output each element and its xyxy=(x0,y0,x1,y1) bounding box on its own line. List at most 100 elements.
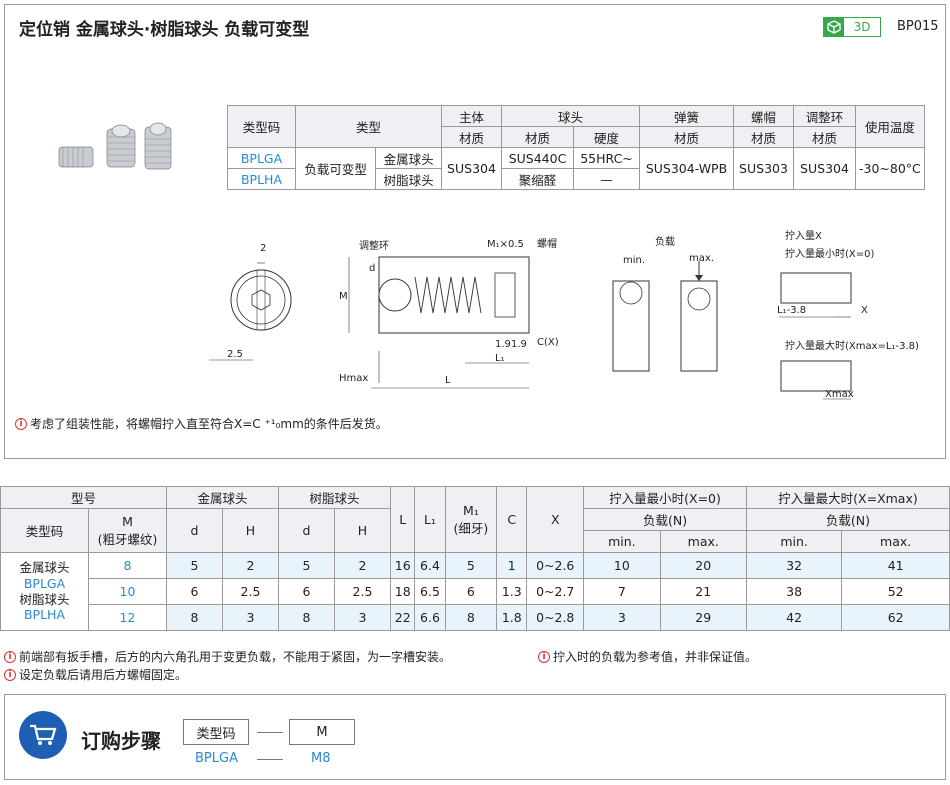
cell: 42 xyxy=(745,604,843,631)
th-type: 类型 xyxy=(295,105,442,148)
th-H-metal: H xyxy=(222,508,279,553)
load-max-label: max. xyxy=(689,253,714,264)
xmax-label: Xmax xyxy=(825,389,854,400)
order-dash xyxy=(257,732,283,733)
ball-type-resin: 树脂球头 xyxy=(375,168,442,190)
m-value[interactable]: 8 xyxy=(88,552,167,579)
cell: 32 xyxy=(745,552,843,579)
code-bplga[interactable]: BPLGA xyxy=(227,147,296,169)
body-mat: SUS304 xyxy=(441,147,502,190)
th-load-max: 负载(N) xyxy=(745,508,950,531)
cell: 5 xyxy=(444,552,498,579)
cell: 3 xyxy=(583,604,661,631)
cell: 6.6 xyxy=(414,604,446,631)
cell: 62 xyxy=(841,604,950,631)
order-val-dash xyxy=(257,759,283,760)
product-code: BP015 xyxy=(897,19,939,34)
cell: 20 xyxy=(659,552,747,579)
load-min-label: min. xyxy=(623,255,645,266)
th-d-resin: d xyxy=(278,508,335,553)
cell: 6.4 xyxy=(414,552,446,579)
th-spring: 弹簧 xyxy=(639,105,734,127)
th-C: C xyxy=(496,486,528,553)
page-title: 定位销 金属球头·树脂球头 负载可变型 xyxy=(19,20,310,40)
cell: 52 xyxy=(841,578,950,605)
section-drawing: 调整环 M₁×0.5 螺帽 d M 1.9 1.9 C(X) L₁ Hmax L xyxy=(339,237,559,389)
note-2-text: 拧入时的负载为参考值，并非保证值。 xyxy=(553,650,758,664)
th-type-code: 类型码 xyxy=(227,105,296,148)
info-icon: i xyxy=(4,650,16,663)
th-ball-hard: 硬度 xyxy=(573,126,640,148)
th-min-2: min. xyxy=(745,530,843,553)
cell: 0~2.7 xyxy=(526,578,585,605)
type-code-cell: 金属球头 BPLGA 树脂球头 BPLHA xyxy=(0,552,89,631)
type-resin: 树脂球头 xyxy=(19,591,70,607)
x-label: X xyxy=(861,305,868,316)
cell: 5 xyxy=(166,552,223,579)
m-label: M xyxy=(339,291,348,302)
cell: 6.5 xyxy=(414,578,446,605)
cell: 8 xyxy=(444,604,498,631)
cell: 29 xyxy=(659,604,747,631)
th-max-screw: 拧入量最大时(X=Xmax) xyxy=(745,486,950,509)
cell: 8 xyxy=(278,604,335,631)
screw-max-label: 拧入量最大时(Xmax=L₁-3.8) xyxy=(785,339,919,352)
top-note-text: 考虑了组装性能，将螺帽拧入直至符合X=C ⁺¹₀mm的条件后发货。 xyxy=(30,417,388,431)
th-metal: 金属球头 xyxy=(166,486,279,509)
th-min-screw: 拧入量最小时(X=0) xyxy=(583,486,747,509)
th-M1-b: (细牙) xyxy=(453,520,489,536)
cell: 5 xyxy=(278,552,335,579)
m1-label: M₁×0.5 xyxy=(487,239,524,250)
dim-1.9b: 1.9 xyxy=(511,339,527,350)
type-bplga[interactable]: BPLGA xyxy=(23,575,66,591)
dim-1.9a: 1.9 xyxy=(495,339,511,350)
load-label: 负载 xyxy=(655,235,675,248)
order-title: 订购步骤 xyxy=(81,729,161,753)
m-value[interactable]: 10 xyxy=(88,578,167,605)
cell: 3 xyxy=(222,604,279,631)
note-1-text: 前端部有扳手槽，后方的内六角孔用于变更负载，不能用于紧固，为一字槽安装。 xyxy=(19,650,452,664)
3d-badge[interactable]: 3D xyxy=(823,17,881,37)
note-3: i 设定负载后请用后方螺帽固定。 xyxy=(4,666,187,683)
ring-mat: SUS304 xyxy=(793,147,856,190)
th-max-1: max. xyxy=(659,530,747,553)
dimension-table: 型号 金属球头 树脂球头 L L₁ M₁(细牙) C X 拧入量最小时(X=0)… xyxy=(0,486,950,631)
order-val-m: M8 xyxy=(311,751,331,766)
cell: 10 xyxy=(583,552,661,579)
screw-in-drawing: 拧入量X 拧入量最小时(X=0) L₁-3.8 X 拧入量最大时(Xmax=L₁… xyxy=(777,229,919,400)
type-metal: 金属球头 xyxy=(19,560,70,576)
hmax-label: Hmax xyxy=(339,373,368,384)
order-panel: 订购步骤 类型码 M BPLGA M8 xyxy=(4,694,946,780)
note-2: i 拧入时的负载为参考值，并非保证值。 xyxy=(538,648,757,665)
type-bplha[interactable]: BPLHA xyxy=(23,607,66,623)
th-model: 型号 xyxy=(0,486,167,509)
th-typecode: 类型码 xyxy=(0,508,89,553)
cell: 6 xyxy=(166,578,223,605)
cell: 1 xyxy=(496,552,528,579)
th-nut-mat: 材质 xyxy=(733,126,794,148)
order-box-m: M xyxy=(289,719,355,745)
cell: 22 xyxy=(389,604,416,631)
note-3-text: 设定负载后请用后方螺帽固定。 xyxy=(19,668,188,682)
note-1: i 前端部有扳手槽，后方的内六角孔用于变更负载，不能用于紧固，为一字槽安装。 xyxy=(4,648,451,665)
cell: 1.3 xyxy=(496,578,528,605)
order-box-typecode: 类型码 xyxy=(183,719,249,745)
th-load-min: 负载(N) xyxy=(583,508,747,531)
m-value[interactable]: 12 xyxy=(88,604,167,631)
th-ball-mat: 材质 xyxy=(501,126,574,148)
th-L1: L₁ xyxy=(414,486,446,553)
th-max-2: max. xyxy=(841,530,950,553)
th-L: L xyxy=(389,486,416,553)
th-resin: 树脂球头 xyxy=(278,486,391,509)
th-temp: 使用温度 xyxy=(855,105,925,148)
th-body-mat: 材质 xyxy=(441,126,502,148)
info-icon: i xyxy=(538,650,550,663)
th-min-1: min. xyxy=(583,530,661,553)
l1-label: L₁ xyxy=(495,353,505,364)
cell: 7 xyxy=(583,578,661,605)
screw-min-label: 拧入量最小时(X=0) xyxy=(785,247,874,260)
code-bplha[interactable]: BPLHA xyxy=(227,168,296,190)
info-icon: i xyxy=(15,417,27,430)
cell: 6 xyxy=(278,578,335,605)
ball-mat-1: SUS440C xyxy=(501,147,574,169)
